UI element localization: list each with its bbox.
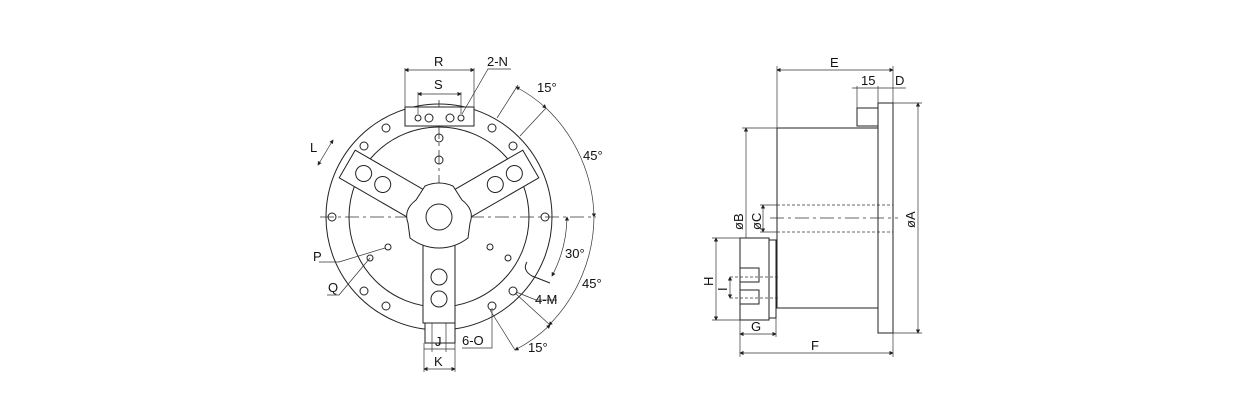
angle-dimension-30	[551, 216, 570, 277]
label-4-M: 4-M	[535, 292, 557, 307]
label-15: 15	[861, 73, 875, 88]
jaw-plate	[768, 239, 777, 319]
label-D: D	[895, 73, 904, 88]
angle-dimension-15-bottom	[514, 324, 551, 351]
label-P: P	[313, 249, 322, 264]
label-C: øC	[749, 213, 764, 230]
label-F: F	[811, 338, 819, 353]
mount-holes	[414, 113, 465, 123]
label-2-N: 2-N	[487, 54, 508, 69]
label-6-O: 6-O	[462, 333, 484, 348]
angle-dimension-15-top	[515, 86, 547, 109]
bolt-holes	[327, 123, 550, 311]
center-bore	[425, 203, 453, 231]
leader-6-O	[462, 308, 493, 349]
top-jaw	[856, 107, 879, 127]
label-B: øB	[731, 213, 746, 230]
jaw-upper-right	[447, 149, 540, 222]
leader-4-M	[515, 291, 557, 301]
label-H: H	[701, 277, 716, 286]
side-view: E 15 D øA øB øC H I G F	[701, 55, 922, 357]
dimension-L	[317, 139, 334, 166]
label-angle-15-bottom: 15°	[528, 340, 548, 355]
jaw-bottom	[422, 239, 456, 344]
label-E: E	[830, 55, 839, 70]
label-K: K	[434, 354, 443, 369]
angle-dimension-45-top	[545, 107, 597, 218]
label-L: L	[310, 140, 317, 155]
front-view: R S 2-N 15° 45° 30° 45° 15° 4-M 6-O P Q …	[310, 54, 603, 372]
label-A: øA	[903, 211, 918, 228]
label-Q: Q	[328, 280, 338, 295]
label-I: I	[715, 287, 730, 291]
top-mount-block	[404, 106, 475, 127]
label-angle-45-bottom: 45°	[582, 276, 602, 291]
label-R: R	[434, 54, 443, 69]
label-G: G	[751, 319, 761, 334]
leader-2-N	[461, 68, 511, 115]
label-angle-15-top: 15°	[537, 80, 557, 95]
jaw-block	[739, 237, 770, 321]
label-J: J	[435, 334, 442, 349]
leader-P	[319, 247, 386, 263]
label-angle-45-top: 45°	[583, 148, 603, 163]
leader-Q	[327, 257, 371, 296]
label-angle-30: 30°	[565, 246, 585, 261]
label-S: S	[434, 77, 443, 92]
angle-dimension-45-bottom	[548, 216, 595, 326]
slot-cutout	[524, 261, 551, 284]
